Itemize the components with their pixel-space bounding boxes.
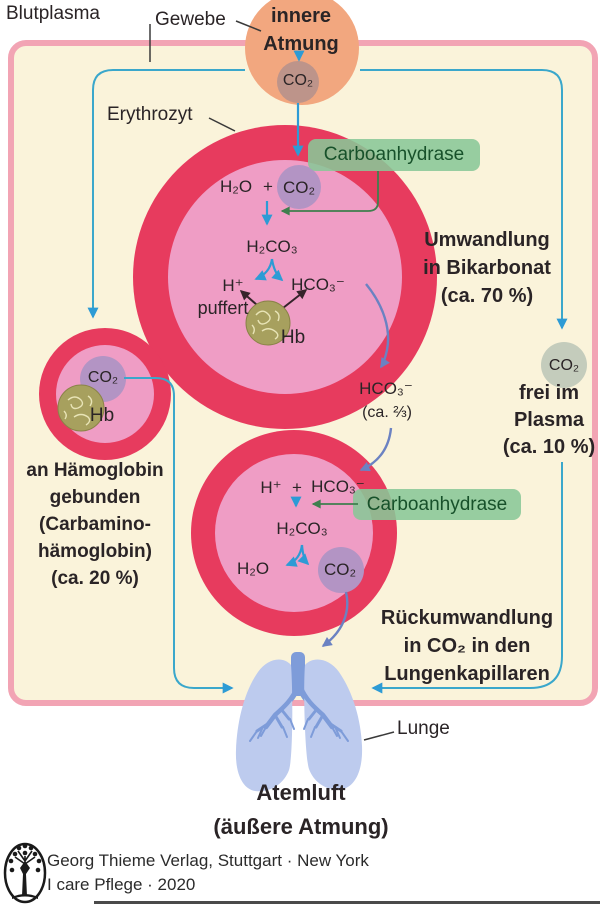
co2-membrane-circle	[277, 61, 319, 103]
erythrozyt-label: Erythrozyt	[107, 104, 193, 125]
rueck-line1: Rückumwandlung	[380, 607, 554, 629]
co2-membrane-label: CO₂	[282, 72, 314, 89]
co2-label-plasma: CO₂	[548, 357, 580, 374]
frei-plasma-line3: (ca. 10 %)	[502, 436, 596, 458]
hb-label-small-cell: Hb	[89, 405, 115, 426]
innere-atmung-line2: Atmung	[263, 33, 339, 55]
blutplasma-label: Blutplasma	[6, 3, 100, 24]
co2-circle-lower-cell	[318, 547, 364, 593]
carbamino-line4: hämoglobin)	[38, 541, 152, 562]
plus-sign-lower: +	[292, 478, 302, 497]
publisher-credit: Georg Thieme Verlag, Stuttgart · New Yor…	[47, 851, 369, 870]
frei-plasma-annotation: frei im Plasma (ca. 10 %)	[503, 380, 595, 461]
co2-label-small-cell: CO₂	[87, 369, 119, 386]
rueck-line2: in CO₂ in den	[403, 635, 531, 657]
h2o-label-lower: H₂O	[236, 559, 270, 578]
bikarbonat-line3: (ca. 70 %)	[440, 285, 534, 307]
h2co3-label-lower: H₂CO₃	[276, 519, 328, 538]
atemluft-line1: Atemluft	[256, 780, 346, 805]
co2-label-lower-cell: CO₂	[323, 560, 357, 579]
rueckumwandlung-annotation: Rückumwandlung in CO₂ in den Lungenkapil…	[381, 604, 553, 688]
carbamino-line2: gebunden	[49, 487, 141, 508]
carboanhydrase-pill-upper: Carboanhydrase	[308, 139, 480, 171]
h2o-label-upper: H₂O	[219, 177, 253, 196]
carbamino-line5: (ca. 20 %)	[51, 568, 139, 589]
gewebe-label: Gewebe	[155, 9, 226, 30]
bikarbonat-annotation: Umwandlung in Bikarbonat (ca. 70 %)	[423, 226, 551, 310]
hco3-mid-fraction: (ca. ⅔)	[362, 404, 412, 421]
carbamino-annotation: an Hämoglobin gebunden (Carbamino- hämog…	[26, 457, 163, 592]
carbamino-line3: (Carbamino-	[39, 514, 151, 535]
thieme-logo	[3, 842, 47, 904]
innere-atmung-line1: innere	[270, 5, 332, 27]
carboanhydrase-label: Carboanhydrase	[366, 493, 508, 515]
carboanhydrase-label: Carboanhydrase	[323, 144, 465, 165]
hco3-label-lower: HCO₃⁻	[311, 477, 365, 496]
plus-sign-upper: +	[263, 177, 273, 196]
puffert-label: puffert	[197, 298, 249, 318]
hb-label-large-cell: Hb	[280, 327, 306, 348]
hco3-mid-label: HCO₃⁻	[359, 379, 413, 398]
h-plus-label-upper: H⁺	[222, 276, 244, 295]
co2-label-large-cell: CO₂	[282, 178, 316, 197]
frei-plasma-line1: frei im	[518, 382, 580, 404]
hco3-label-upper: HCO₃⁻	[291, 275, 345, 294]
h-plus-label-lower: H⁺	[260, 478, 282, 497]
logo-leaves	[8, 843, 42, 873]
h2co3-label-upper: H₂CO₃	[246, 237, 298, 256]
co2-circle-plasma	[541, 342, 587, 388]
atemluft-line2: (äußere Atmung)	[213, 814, 389, 839]
carboanhydrase-pill-lower: Carboanhydrase	[353, 489, 521, 520]
source-credit: I care Pflege · 2020	[47, 875, 196, 894]
bikarbonat-line1: Umwandlung	[424, 229, 550, 251]
atemluft-annotation: Atemluft (äußere Atmung)	[213, 776, 388, 844]
leader-lunge	[363, 731, 395, 741]
lunge-label: Lunge	[397, 718, 450, 739]
carbamino-line1: an Hämoglobin	[26, 460, 164, 481]
frei-plasma-line2: Plasma	[513, 409, 585, 431]
bikarbonat-line2: in Bikarbonat	[423, 257, 551, 279]
rueck-line3: Lungenkapillaren	[384, 663, 550, 685]
